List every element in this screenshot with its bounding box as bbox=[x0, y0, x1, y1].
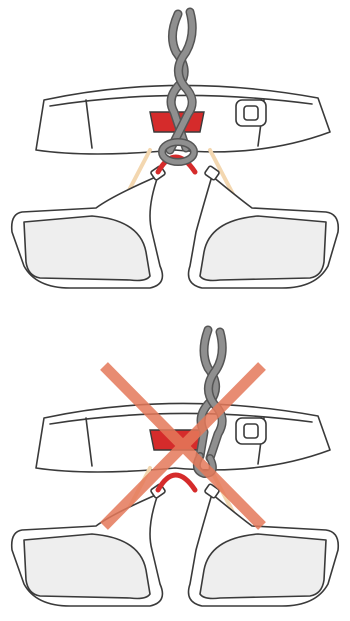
harness-correct-illustration bbox=[0, 0, 350, 300]
correct-tie-in-panel bbox=[0, 0, 350, 300]
incorrect-tie-in-panel bbox=[0, 318, 350, 621]
harness-incorrect-illustration bbox=[0, 318, 350, 621]
